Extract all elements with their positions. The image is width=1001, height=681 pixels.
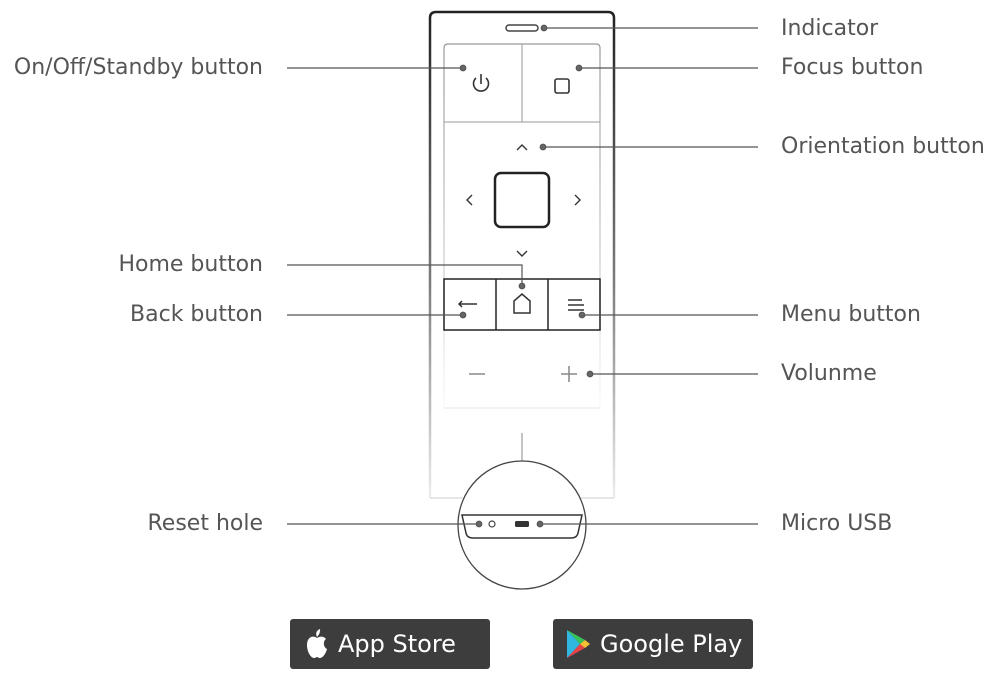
google-play-icon bbox=[567, 630, 590, 658]
label-micro-usb: Micro USB bbox=[781, 511, 893, 536]
label-indicator: Indicator bbox=[781, 16, 879, 41]
label-power-button: On/Off/Standby button bbox=[13, 55, 263, 80]
home-icon[interactable] bbox=[513, 293, 531, 314]
square-icon[interactable] bbox=[554, 78, 570, 94]
menu-icon[interactable] bbox=[568, 299, 584, 311]
remote-body bbox=[428, 10, 616, 498]
label-menu-button: Menu button bbox=[781, 302, 921, 327]
chevron-down-icon[interactable] bbox=[516, 250, 528, 257]
label-home-button: Home button bbox=[118, 252, 263, 277]
google-play-badge[interactable]: Google Play bbox=[553, 619, 753, 669]
back-arrow-icon[interactable] bbox=[457, 300, 477, 308]
power-icon[interactable] bbox=[472, 77, 490, 92]
chevron-up-icon[interactable] bbox=[516, 144, 528, 151]
micro-usb-port bbox=[515, 521, 529, 527]
label-reset-hole: Reset hole bbox=[147, 511, 264, 536]
label-orientation-button: Orientation button bbox=[781, 134, 985, 159]
reset-hole[interactable] bbox=[488, 520, 496, 528]
label-back-button: Back button bbox=[130, 302, 263, 327]
apple-icon bbox=[307, 629, 327, 658]
google-play-label: Google Play bbox=[600, 630, 743, 658]
center-ok-button[interactable] bbox=[493, 171, 551, 229]
app-store-label: App Store bbox=[338, 630, 456, 658]
label-focus-button: Focus button bbox=[781, 55, 924, 80]
chevron-left-icon[interactable] bbox=[466, 194, 473, 206]
app-store-badge[interactable]: App Store bbox=[290, 619, 490, 669]
chevron-right-icon[interactable] bbox=[574, 194, 581, 206]
label-volume: Volunme bbox=[781, 361, 877, 386]
indicator-light bbox=[505, 24, 539, 32]
plus-icon[interactable] bbox=[561, 366, 577, 382]
